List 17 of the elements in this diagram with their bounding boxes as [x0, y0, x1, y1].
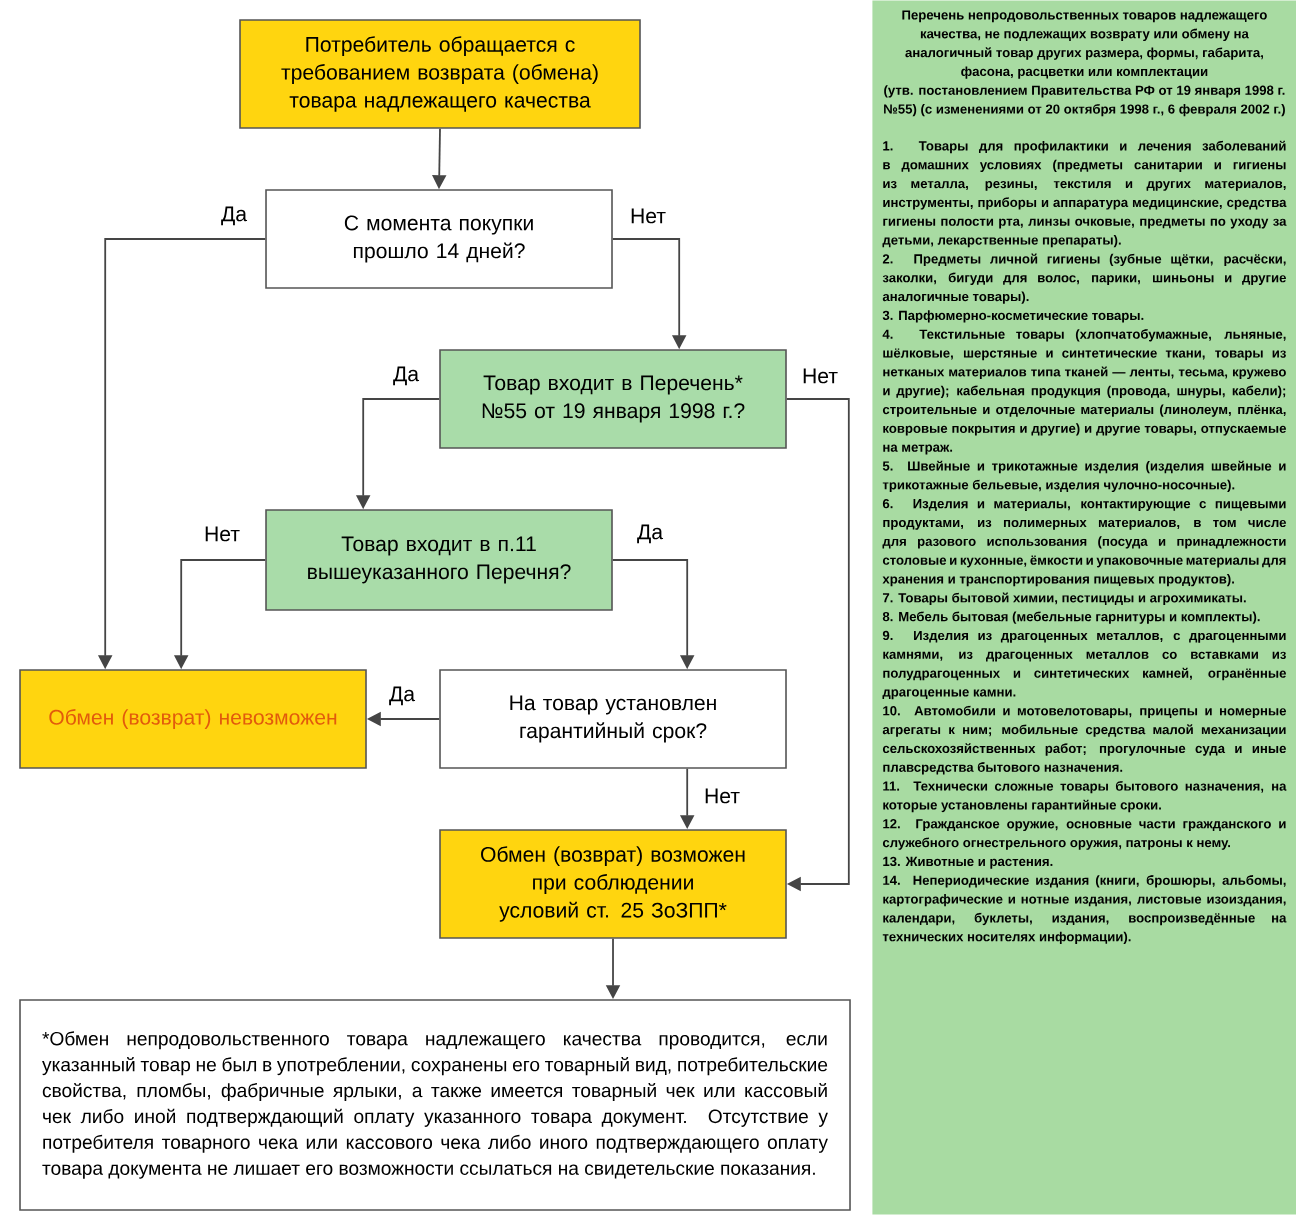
footnote-box: *Обмен непродовольственного товара надлежащего качества проводится, если указанный товар не был в употреблении, сохранены его товарный вид, потребительские свойства, пломбы, фабричные ярлыки, а также имеется товарный чек или кассовый чек либо иной подтверждающий оплату указанного товара документ. Отсутствие у потребителя товарного чека или кассового чека либо иного подтверждающего оплату товара документа не лишает его возможности ссылаться на свидетельские показания.	[19, 999, 851, 1211]
decision-box: С момента покупки прошло 14 дней?	[265, 189, 613, 289]
edge-label: Да	[221, 206, 248, 226]
decision-box: Товар входит в Перечень* №55 от 19 января 1998 г.?	[439, 349, 787, 449]
start-box: Потребитель обращается с требованием возврата (обмена) товара надлежащего качества	[239, 19, 641, 129]
edge-label: Нет	[631, 208, 666, 224]
result-box: Обмен (возврат) возможен при соблюдении условий ст. 25 ЗоЗПП*	[439, 829, 787, 939]
decision-box: На товар установлен гарантийный срок?	[439, 669, 787, 769]
edge-label: Да	[637, 524, 664, 544]
result-box: Обмен (возврат) невозможен	[19, 669, 367, 769]
decision-box: Товар входит в п.11 вышеуказанного Перечня?	[265, 509, 613, 611]
arrow	[785, 398, 850, 892]
edge-label: Да	[393, 366, 420, 386]
edge-label: Нет	[803, 368, 838, 384]
edge-label: Нет	[205, 526, 240, 542]
edge-label: Нет	[705, 788, 740, 804]
edge-label: Да	[389, 686, 416, 706]
